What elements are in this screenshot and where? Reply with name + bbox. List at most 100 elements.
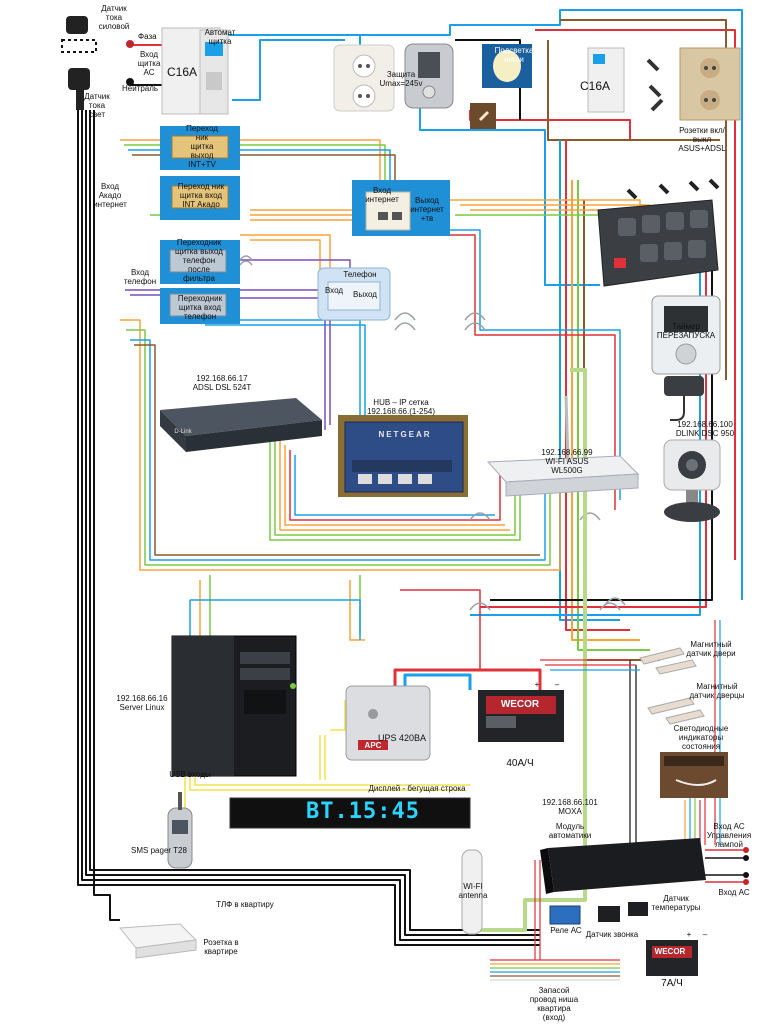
label-filter-out: Выход <box>353 290 377 299</box>
temperature-sensor <box>628 902 648 916</box>
magnetic-sensor-small-door <box>647 697 705 725</box>
double-socket <box>333 44 395 112</box>
label-filter-in: Вход <box>324 286 344 295</box>
label-input-phone: Вход телефон <box>123 268 157 286</box>
black-trunk <box>77 110 540 946</box>
label-transition-akado: Переход ник щитка вход INT Акадо <box>177 182 225 209</box>
label-server: 192.168.66.16 Server Linux <box>116 694 168 712</box>
led-display <box>229 797 471 829</box>
label-sensor-light: Датчик тока свет <box>84 92 110 119</box>
label-adsl: 192.168.66.17 ADSL DSL 524T <box>192 374 252 392</box>
apartment-socket <box>119 923 198 959</box>
label-phone: Телефон <box>343 270 377 279</box>
module-terminal-1 <box>743 847 749 853</box>
magnetic-sensor-door <box>639 647 697 675</box>
adsl-modem <box>160 398 322 452</box>
label-usb: USB входы <box>169 770 211 779</box>
label-minus-big: – <box>554 680 560 689</box>
label-led-indicators: Светодиодные индикаторы состояния <box>673 724 729 751</box>
module-terminal-3 <box>743 872 749 878</box>
label-breaker-top: Автомат щитка <box>204 28 236 46</box>
breaker-c16a-right <box>587 47 625 113</box>
label-transition-int-tv: Переход ник щитка выход INT+TV <box>186 124 218 169</box>
label-wecor-small: WECOR <box>654 947 686 956</box>
label-outlet-box-out: Выход интернет +тв <box>410 196 444 223</box>
label-socket-apartment: Розетка в квартире <box>203 938 239 956</box>
wifi-antenna <box>461 849 483 935</box>
battery-40ah <box>478 690 564 742</box>
label-wifi: 192.168.66.99 WI-FI ASUS WL500G <box>541 448 593 475</box>
terminal-neutral <box>126 78 134 86</box>
label-relay: Реле АС <box>550 926 582 935</box>
label-timer: Таймер ПЕРЕЗАПУСКА <box>656 322 716 340</box>
led-indicator-panel <box>660 752 728 798</box>
breaker-c16a-left <box>161 27 229 115</box>
label-input-akado: Вход Акадо интернет <box>93 182 127 209</box>
module-terminal-4 <box>743 879 749 885</box>
label-nish-light: Подсветка ниши <box>494 46 534 64</box>
label-input-ac: Вход щитка АС <box>137 50 161 77</box>
label-temp-sensor: Датчик температуры <box>651 894 701 912</box>
netgear-hub <box>338 415 468 497</box>
label-phase: Фаза <box>138 32 157 41</box>
label-module: Модуль автоматики <box>548 822 592 840</box>
label-transition-phone-out: Переходник щитка выход телефон после фил… <box>175 238 223 283</box>
transition-akado <box>160 176 240 220</box>
phone-filter <box>317 267 391 321</box>
wire-blue-top <box>210 9 743 600</box>
label-hub: HUB – IP сетка 192.168.66.(1-254) <box>366 398 436 416</box>
jump-arcs <box>239 255 626 611</box>
spare-bundle <box>490 860 620 981</box>
label-protection: Защита Umax=245v <box>379 70 423 88</box>
label-minus-small: – <box>702 930 708 939</box>
label-c16a-right: C16A <box>579 79 611 93</box>
label-battery-big: 40А/Ч <box>506 758 534 769</box>
ip-camera <box>663 439 721 522</box>
label-netgear: NETGEAR <box>378 430 432 439</box>
module-ac-inputs <box>705 849 745 883</box>
socket-block-asus <box>646 47 741 121</box>
sms-pager <box>167 792 193 869</box>
label-apc: APC <box>364 741 382 750</box>
linux-server <box>171 635 297 777</box>
label-battery-small: 7А/Ч <box>661 978 683 989</box>
relay-ac <box>549 905 581 925</box>
label-camera: 192.168.66.100 DLINK DSC 950 <box>675 420 735 438</box>
wires <box>77 9 745 981</box>
label-bell-sensor: Датчик звонка <box>585 930 639 939</box>
label-outlet-box: Вход интернет <box>365 186 399 204</box>
label-dlink: D-Link <box>174 429 192 435</box>
battery-7ah <box>646 940 698 976</box>
label-c16a-left: C16A <box>166 65 198 79</box>
label-wifi-antenna: WI-FI antenna <box>458 882 488 900</box>
transition-phone-out <box>160 240 240 284</box>
module-terminal-2 <box>743 855 749 861</box>
label-sms-pager: SMS pager T28 <box>131 846 187 855</box>
label-spare-wire: Запасой провод ниша квартира (вход) <box>529 986 579 1022</box>
transition-int-tv <box>160 126 240 170</box>
terminal-phase <box>126 40 134 48</box>
automation-module <box>540 838 706 894</box>
ups <box>345 685 431 761</box>
voltage-protector <box>404 43 454 109</box>
label-ups: UPS 420BA <box>377 733 427 743</box>
label-wecor-big: WECOR <box>500 699 540 710</box>
bell-sensor <box>598 906 620 922</box>
label-tlf: ТЛФ в квартиру <box>216 900 274 909</box>
label-moxa: 192.168.66.101 MOXA <box>542 798 598 816</box>
restart-timer <box>651 295 721 375</box>
label-plus-big: + <box>534 680 540 689</box>
label-transition-phone-in: Переходник щитка вход телефон <box>177 294 223 321</box>
led-display-text: BT.15:45 <box>306 799 420 824</box>
label-neutral: Нейтраль <box>122 84 159 93</box>
label-input-ac-lamp: Вход АС Управления лампой <box>706 822 752 849</box>
label-magnet-door: Магнитный датчик двери <box>686 640 736 658</box>
label-display: Дисплей - бегущая строка <box>368 784 466 793</box>
current-sensor-light <box>68 68 90 110</box>
label-plus-small: + <box>686 930 692 939</box>
label-sensor-power: Датчик тока силовой <box>98 4 130 31</box>
camera-power-adapter <box>664 376 704 421</box>
transition-phone-in <box>160 288 240 324</box>
module-bundle <box>540 620 721 845</box>
